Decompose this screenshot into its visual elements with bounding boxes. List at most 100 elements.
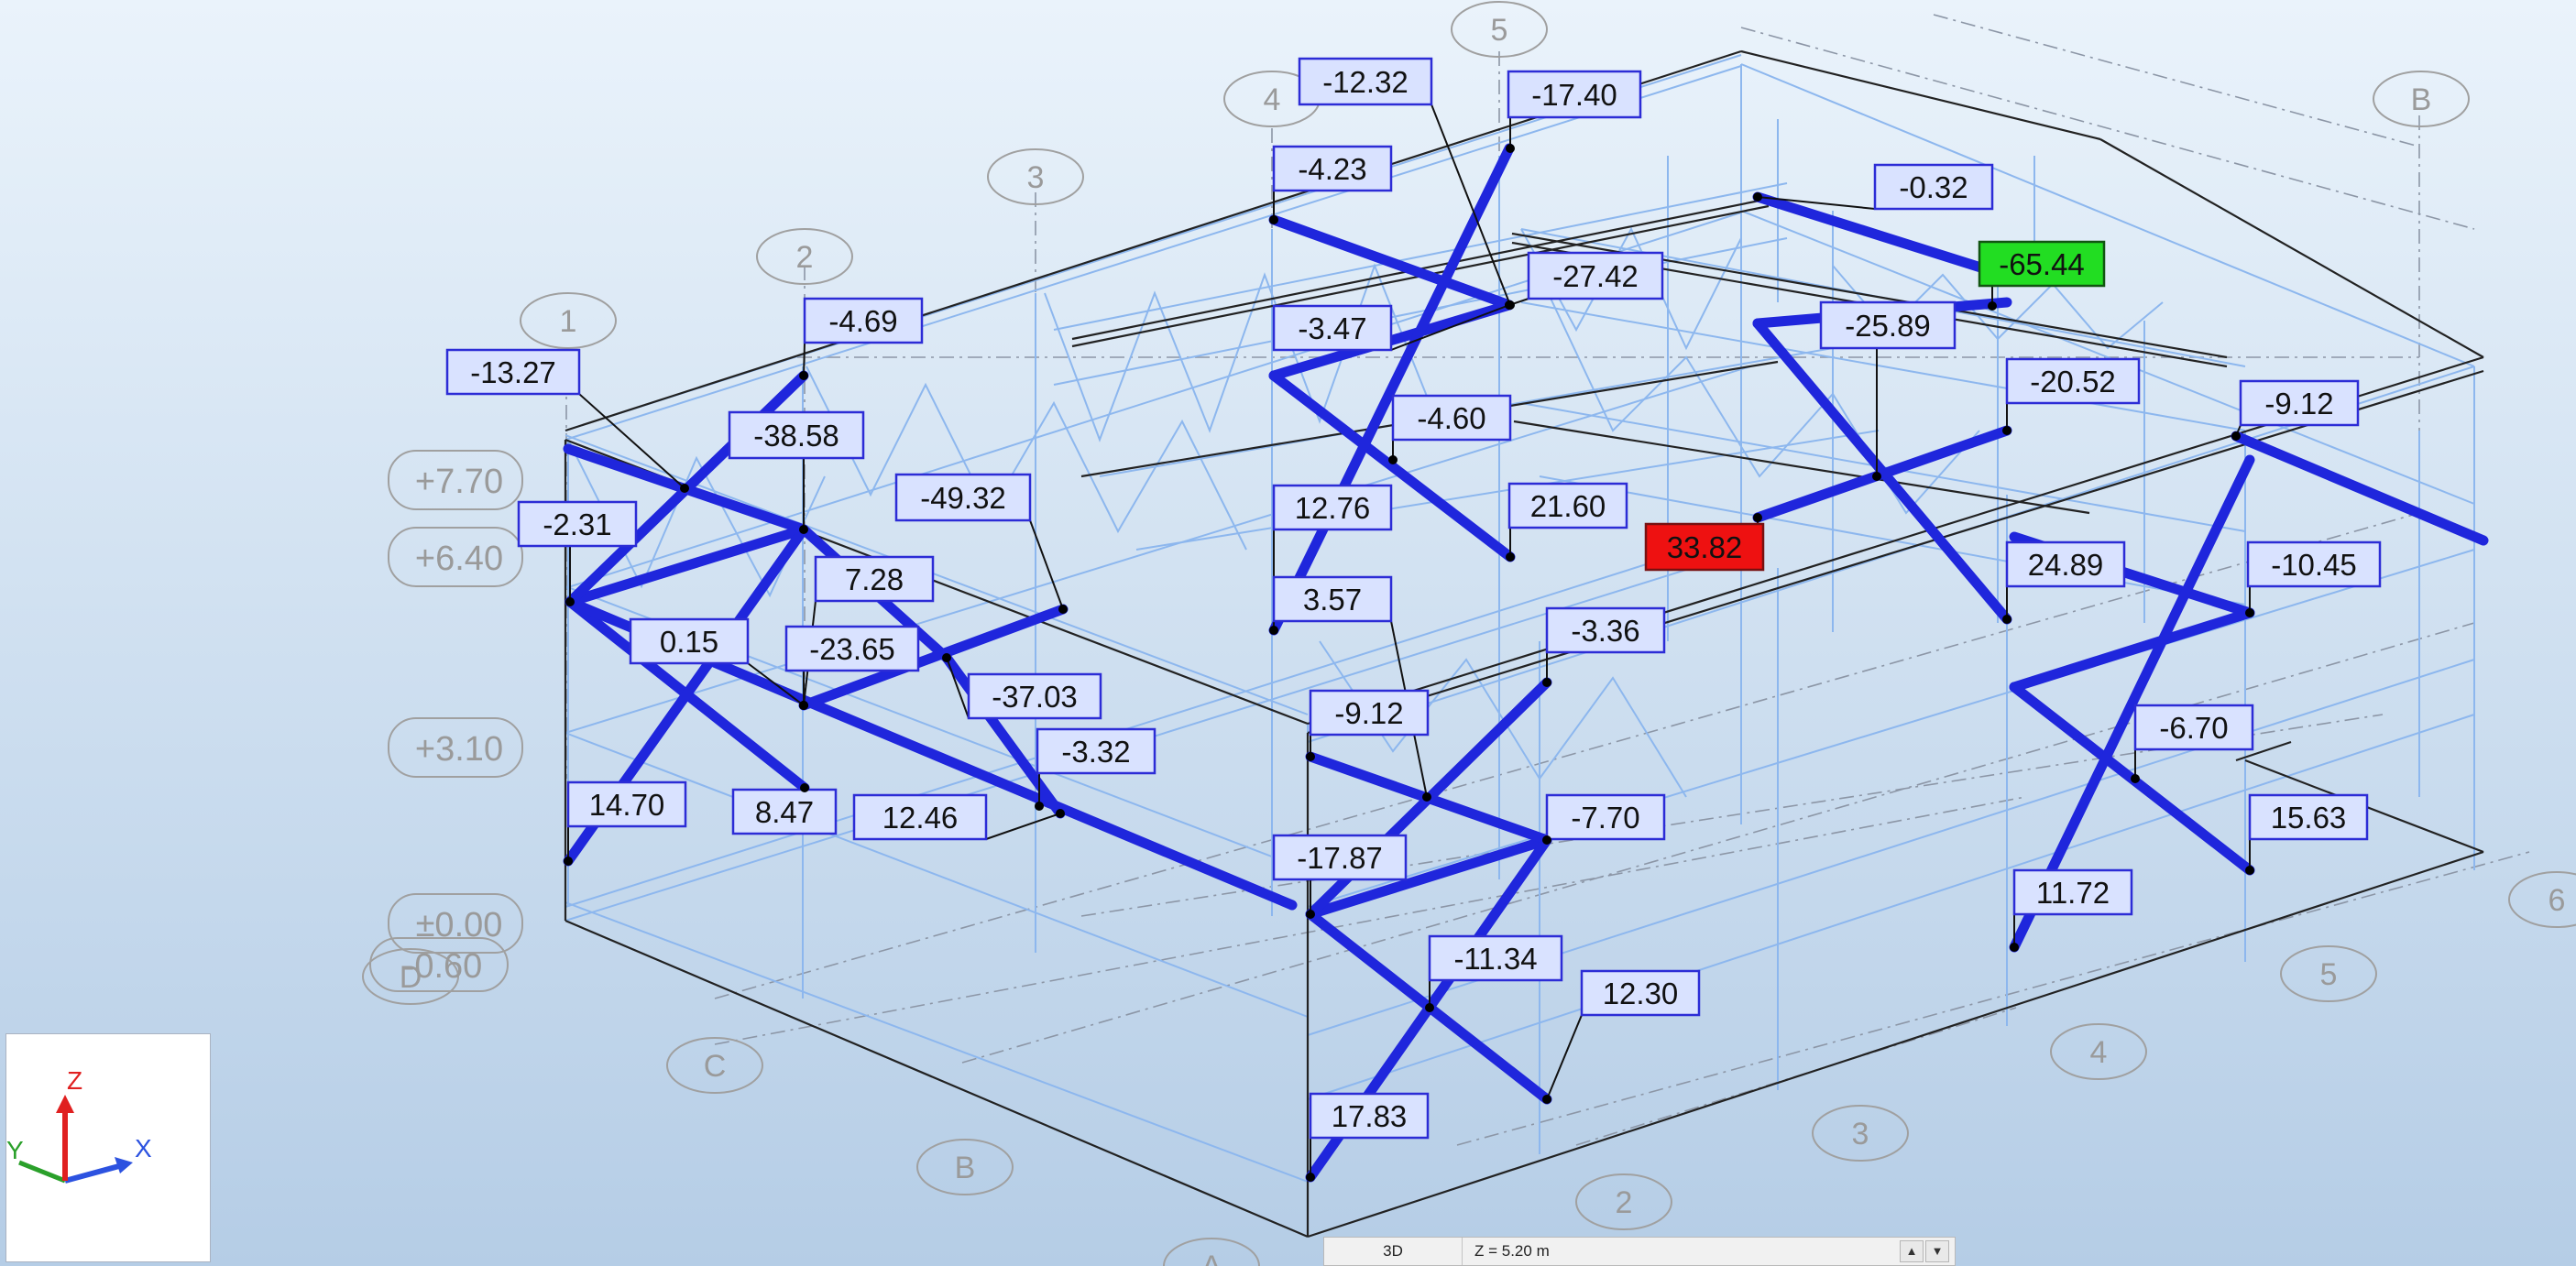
result-label-value: 11.72 xyxy=(2036,876,2110,910)
result-label-box xyxy=(1391,394,1512,442)
elevation-tag xyxy=(369,937,509,992)
result-label-value: -3.36 xyxy=(1571,614,1639,648)
result-label-value: 14.70 xyxy=(589,788,665,822)
result-node xyxy=(799,701,808,710)
grid-axis-label: 4 xyxy=(2090,1035,2108,1070)
result-label: 11.72 xyxy=(2012,868,2133,916)
result-label-value: 33.82 xyxy=(1667,530,1743,564)
result-label: -27.42 xyxy=(1527,251,1664,300)
result-node xyxy=(1306,1173,1315,1182)
result-label: 12.30 xyxy=(1580,969,1701,1017)
result-node xyxy=(1306,752,1315,761)
elevation-label: +6.40 xyxy=(415,540,503,578)
result-label-value: -4.69 xyxy=(828,304,897,338)
grid-axis-bubble xyxy=(2508,871,2576,928)
view-mode-field[interactable]: 3D xyxy=(1324,1238,1463,1265)
grid-axis-bubble xyxy=(520,292,617,349)
result-label: -4.60 xyxy=(1391,394,1512,442)
result-label-box xyxy=(1580,969,1701,1017)
result-node xyxy=(564,857,573,866)
grid-axis-bubble xyxy=(666,1037,763,1094)
y-axis-line xyxy=(18,1160,66,1184)
result-label: -3.47 xyxy=(1272,304,1393,352)
axis-triad-panel: Z Y X xyxy=(5,1033,211,1262)
result-label-value: 12.46 xyxy=(882,801,959,835)
result-label-value: -2.31 xyxy=(543,507,611,541)
result-leader-line xyxy=(1029,519,1064,610)
result-node xyxy=(1306,910,1315,919)
grid-axis-bubble xyxy=(756,228,853,285)
result-leader-line xyxy=(1431,104,1511,306)
result-label: -17.87 xyxy=(1272,834,1408,881)
grid-axis-label: A xyxy=(1201,1250,1222,1266)
result-label: 3.57 xyxy=(1272,575,1393,623)
result-label-value: -0.32 xyxy=(1899,170,1968,204)
result-label-value: -9.12 xyxy=(1334,696,1403,730)
result-label-box xyxy=(445,348,581,396)
result-node xyxy=(1056,809,1065,818)
result-node xyxy=(800,783,809,792)
result-labels: -12.32-17.40-4.23-4.69-13.27-3.47-27.42-… xyxy=(445,57,2382,1140)
result-label: -7.70 xyxy=(1545,793,1666,841)
result-label-box xyxy=(2239,379,2360,427)
result-label-value: -27.42 xyxy=(1552,259,1639,293)
result-label: 12.46 xyxy=(852,793,988,841)
result-node xyxy=(1506,144,1515,153)
elevation-tag xyxy=(388,527,523,587)
result-label-value: 15.63 xyxy=(2271,801,2347,835)
result-node xyxy=(2131,774,2140,783)
result-label: -3.36 xyxy=(1545,606,1666,654)
level-up-button[interactable]: ▲ xyxy=(1900,1240,1924,1262)
grid-axis-bubble xyxy=(2373,71,2470,127)
result-label: -17.40 xyxy=(1507,70,1642,119)
result-label-value: -10.45 xyxy=(2271,548,2357,582)
result-label: 24.89 xyxy=(2005,540,2126,588)
grid-axis-label: D xyxy=(400,960,422,995)
triad-y-label: Y xyxy=(6,1136,24,1164)
result-label-value: 0.15 xyxy=(660,625,718,659)
result-label: 0.15 xyxy=(629,617,750,665)
result-label-box xyxy=(1272,484,1393,531)
result-label: -12.32 xyxy=(1298,57,1433,106)
result-label-box xyxy=(814,555,935,603)
elevation-label: +3.10 xyxy=(415,730,503,769)
result-label-value: -17.87 xyxy=(1297,841,1383,875)
result-node xyxy=(1269,215,1278,224)
result-label: 8.47 xyxy=(731,788,838,835)
result-node xyxy=(1542,1095,1551,1104)
result-node xyxy=(2231,431,2241,441)
grid-axis-bubble xyxy=(362,948,459,1005)
result-label-value: 12.76 xyxy=(1295,491,1371,525)
current-level-field[interactable]: Z = 5.20 m xyxy=(1474,1242,1550,1260)
result-label-value: 24.89 xyxy=(2028,548,2104,582)
result-node xyxy=(1988,301,1997,311)
result-label-value: 7.28 xyxy=(845,562,904,596)
result-label-value: -3.32 xyxy=(1061,735,1130,769)
result-label: 15.63 xyxy=(2248,793,2369,841)
result-label-box xyxy=(1978,240,2106,288)
elevation-tag xyxy=(388,450,523,510)
result-label: 12.76 xyxy=(1272,484,1393,531)
result-label: 7.28 xyxy=(814,555,935,603)
result-node xyxy=(1753,513,1762,522)
result-node xyxy=(1753,192,1762,202)
result-label-value: 21.60 xyxy=(1530,489,1606,523)
result-label-value: -20.52 xyxy=(2030,365,2116,398)
result-label-value: -65.44 xyxy=(1999,247,2085,281)
grid-axis-label: 6 xyxy=(2549,883,2566,918)
level-down-button[interactable]: ▼ xyxy=(1925,1240,1949,1262)
result-node xyxy=(1542,678,1551,687)
result-label-box xyxy=(1545,793,1666,841)
result-label: -20.52 xyxy=(2005,357,2141,405)
grid-axis-label: 4 xyxy=(1264,82,1281,117)
x-axis-arrow xyxy=(115,1157,133,1173)
result-node xyxy=(2245,866,2254,875)
result-label-box xyxy=(728,410,865,460)
result-label-box xyxy=(852,793,988,841)
grid-axis-bubble xyxy=(916,1139,1014,1195)
result-label: -49.32 xyxy=(894,473,1032,522)
result-label-box xyxy=(1873,163,1994,211)
elevation-tags: +7.70+6.40+3.10±0.00-0.60 xyxy=(369,450,523,992)
level-spinner: ▲ ▼ xyxy=(1896,1238,1955,1265)
